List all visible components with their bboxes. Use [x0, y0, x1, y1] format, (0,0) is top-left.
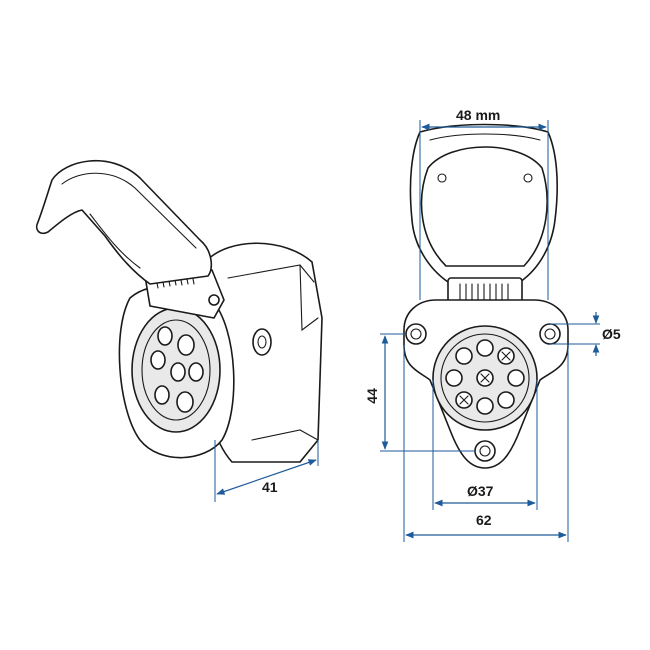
- depth-dimension-label: 41: [262, 479, 278, 495]
- socket-front-view: 48 mm 44 Ø5 Ø37 62: [364, 107, 621, 542]
- front-hinge-spring: [459, 283, 509, 303]
- front-socket-pins: [445, 339, 525, 415]
- socket-pins: [150, 326, 204, 413]
- mounting-holes: [405, 323, 561, 462]
- socket-diameter-label: Ø37: [467, 483, 494, 499]
- height-dimension-label: 44: [364, 388, 380, 404]
- total-width-label: 62: [476, 512, 492, 528]
- width-dimension-label: 48 mm: [456, 107, 500, 123]
- socket-perspective-view: 41: [35, 159, 323, 502]
- hole-diameter-label: Ø5: [602, 326, 621, 342]
